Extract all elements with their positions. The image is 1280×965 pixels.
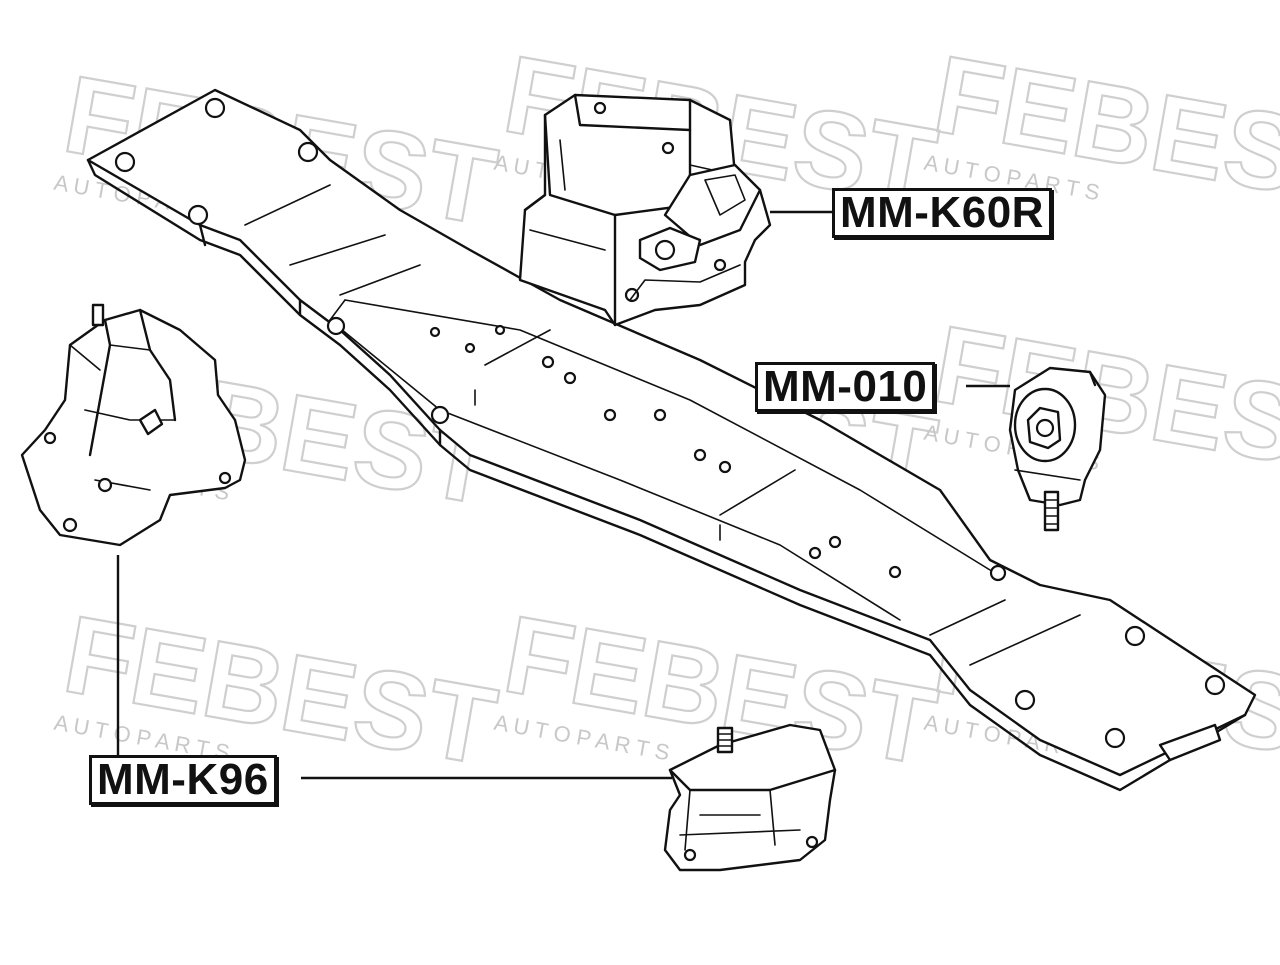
- mount-mm-010-drawing: [1008, 366, 1107, 532]
- part-label-mm-010: MM-010: [755, 362, 936, 412]
- mount-mm-k96-left-drawing: [20, 303, 247, 547]
- part-label-mm-k96: MM-K96: [89, 755, 277, 805]
- leader-lines: [116, 210, 1010, 780]
- mount-mm-k96-bottom-drawing: [663, 723, 837, 872]
- crossmember-drawing: [86, 88, 1257, 792]
- part-label-mm-k60r: MM-K60R: [832, 188, 1052, 238]
- mount-mm-k60r-drawing: [518, 93, 772, 327]
